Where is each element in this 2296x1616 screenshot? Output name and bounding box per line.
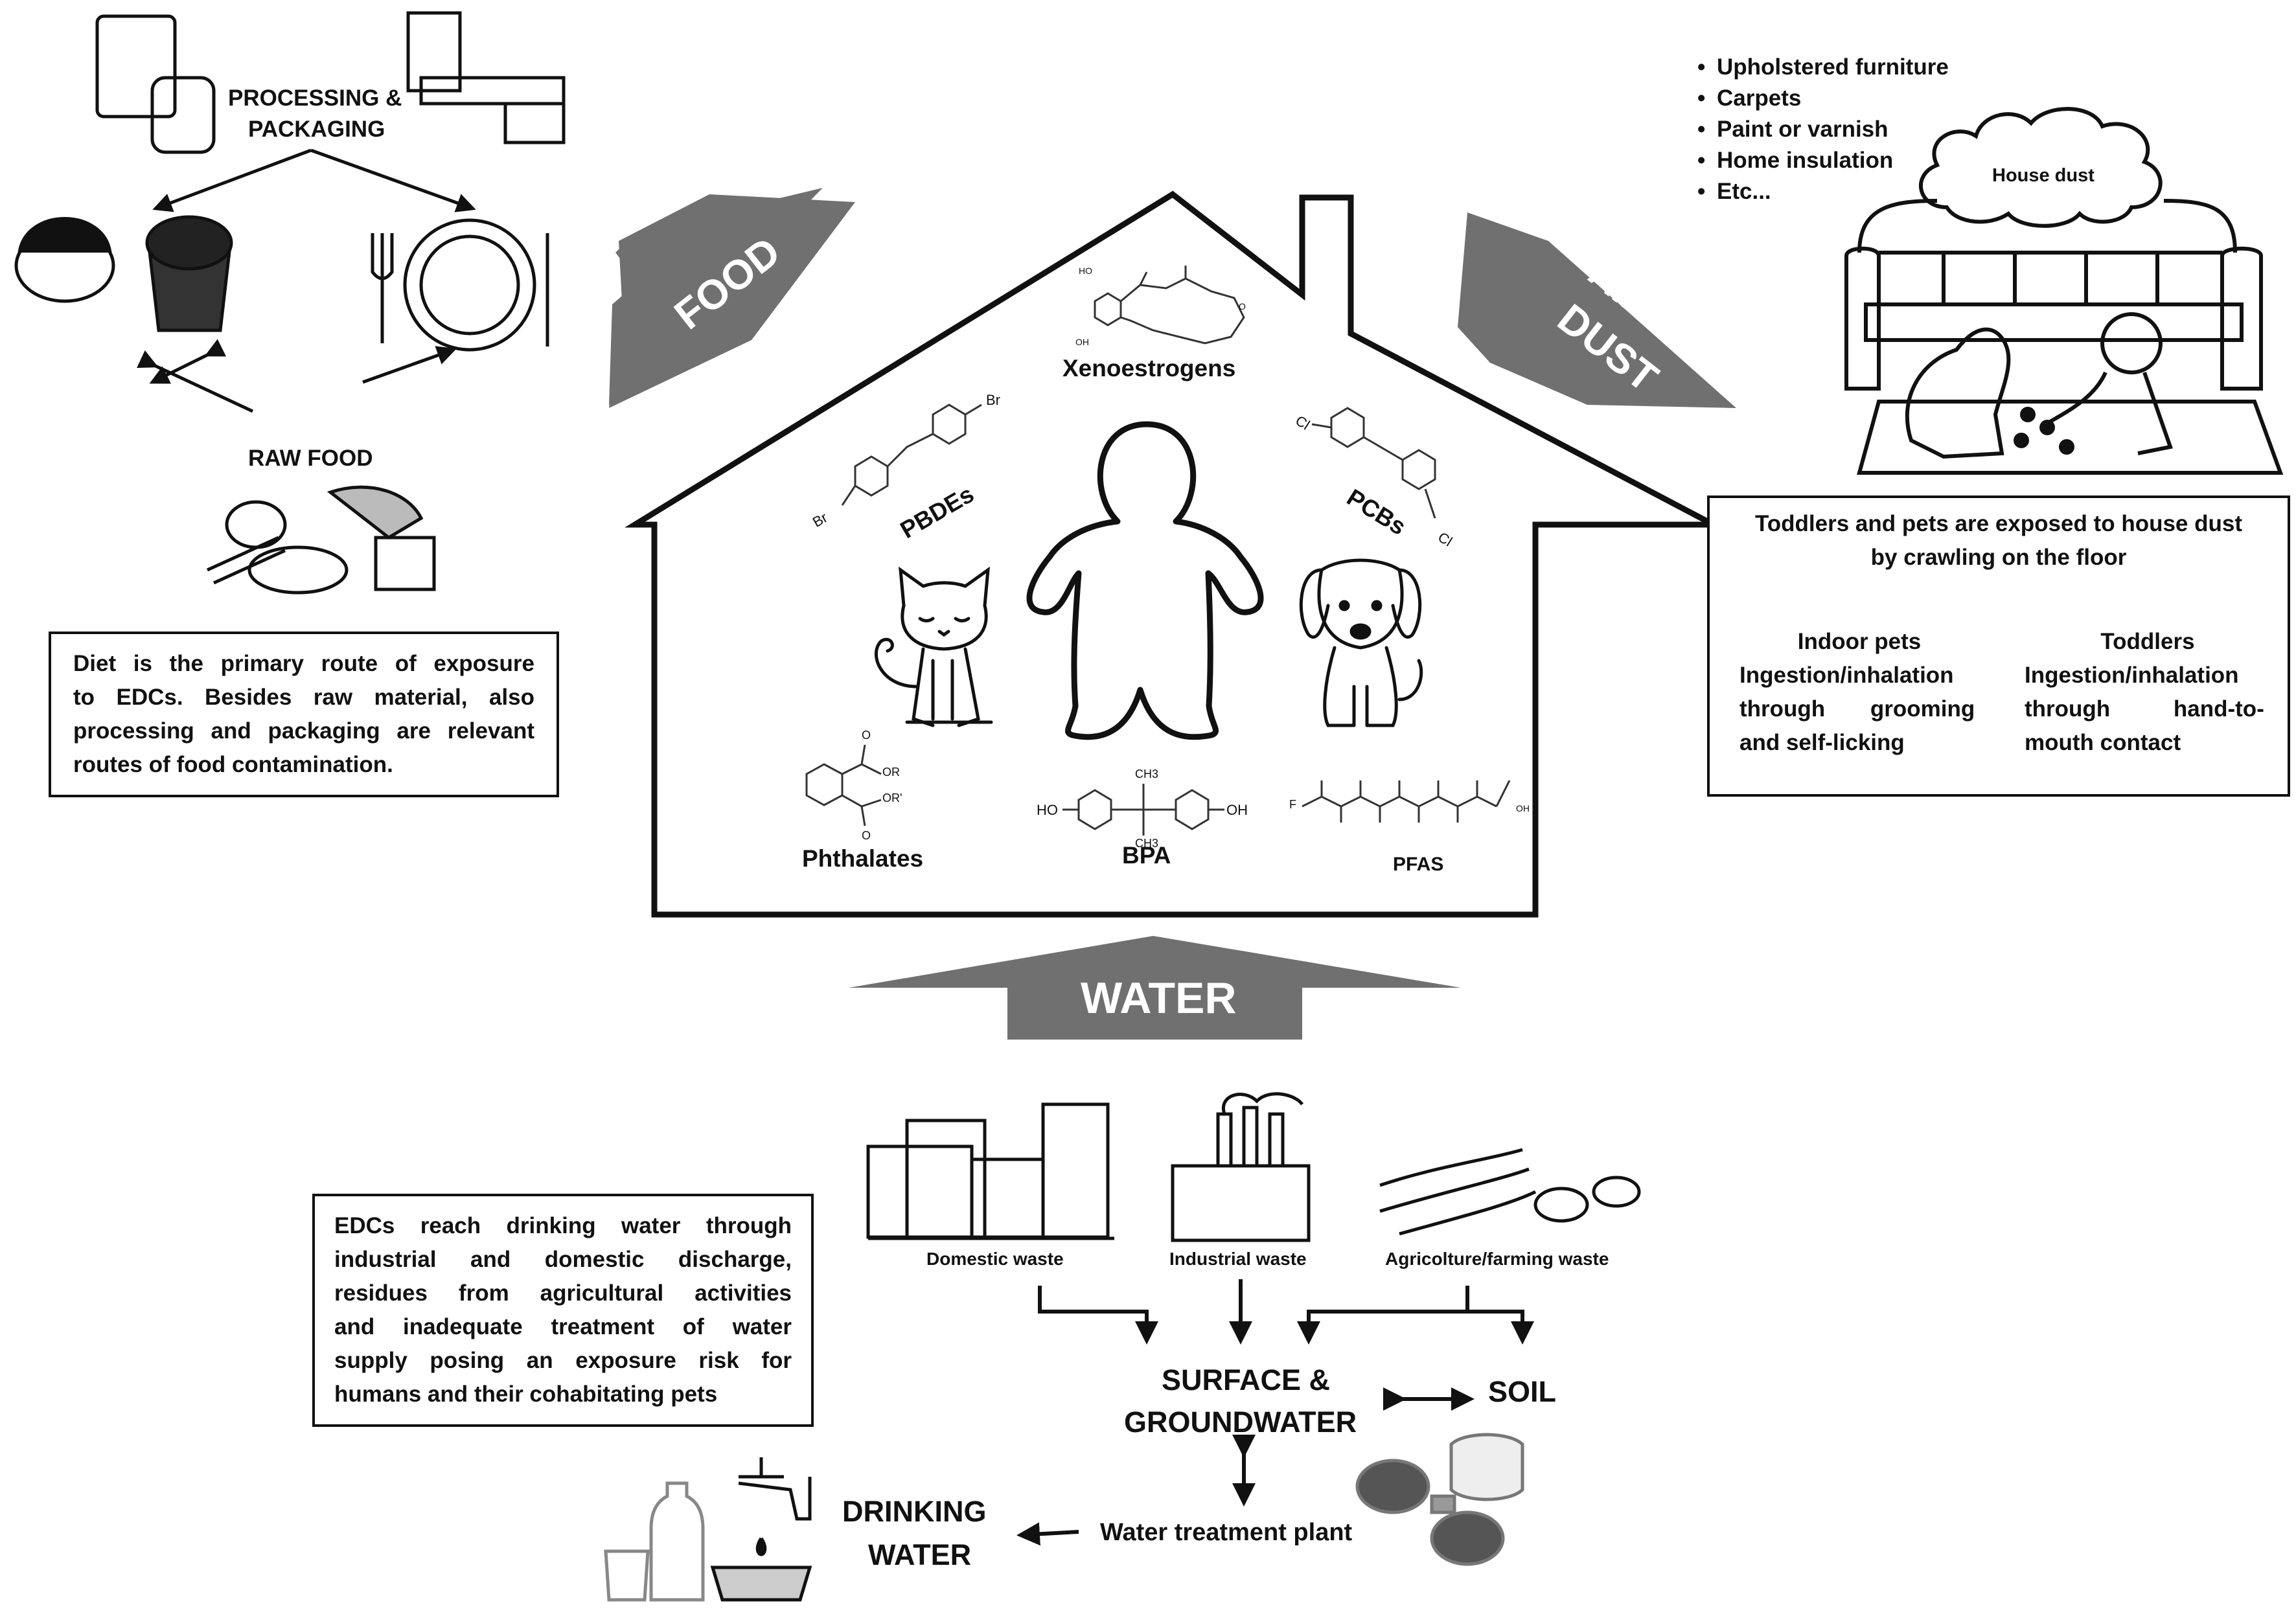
cat-drawing [874, 566, 993, 727]
xenoestrogen-structure [1094, 266, 1245, 345]
dust-source-item: Carpets [1697, 83, 1949, 114]
compound-bpa: BPA [1122, 842, 1171, 869]
processing-label-2: PACKAGING [248, 117, 385, 142]
farming-waste-label: Agricolture/farming waste [1385, 1249, 1609, 1269]
bpa-ch3-label-2: CH3 [1135, 837, 1159, 850]
pets-line: through grooming [1739, 696, 1975, 722]
domestic-waste-buildings [866, 1102, 1114, 1240]
water-note-line: supply posing an exposure risk for [334, 1348, 792, 1373]
toddlers-line: Ingestion/inhalation [2025, 663, 2239, 688]
water-note-line: industrial and domestic discharge, [334, 1247, 792, 1272]
soil-label: SOIL [1488, 1375, 1557, 1408]
processing-label-1: PROCESSING & [228, 85, 402, 111]
dust-note-box: Toddlers and pets are exposed to house d… [1707, 495, 2290, 797]
diet-note-line: processing and packaging are relevant [73, 718, 534, 744]
water-note-line: humans and their cohabitating pets [334, 1382, 718, 1407]
toddlers-line: through hand-to- [2025, 696, 2264, 722]
dust-source-item: Paint or varnish [1697, 114, 1949, 145]
xeno-o-label: O [1239, 301, 1246, 312]
water-note-line: EDCs reach drinking water through [334, 1213, 792, 1238]
dust-note-title-2: by crawling on the floor [1870, 545, 2127, 570]
food-arrow-body [609, 194, 855, 408]
raw-food-icons [206, 485, 436, 595]
diet-note-line: to EDCs. Besides raw material, also [73, 685, 534, 710]
surface-groundwater-label-2: GROUNDWATER [1124, 1405, 1357, 1439]
phthalate-o-label-1: O [862, 729, 871, 742]
diet-note-line: Diet is the primary route of exposure [73, 651, 534, 676]
food-icons [14, 11, 566, 352]
bpa-ho-label: HO [1037, 802, 1058, 818]
industrial-waste-factory [1171, 1092, 1311, 1242]
house-dust-label: House dust [1992, 165, 2095, 186]
toddlers-heading: Toddlers [2100, 629, 2195, 654]
bpa-structure [1062, 784, 1224, 836]
drinking-water-icons [604, 1457, 812, 1602]
water-flow-arrows [1016, 1279, 1534, 1546]
compound-phthalates: Phthalates [802, 845, 924, 872]
dust-cat-toddler [1905, 312, 2173, 459]
phthalate-or-prime-label: OR' [882, 791, 902, 804]
dust-source-item: Upholstered furniture [1697, 52, 1949, 83]
water-treatment-label: Water treatment plant [1100, 1519, 1353, 1546]
pcb-structure [1311, 407, 1436, 519]
water-route-label: WATER [1081, 973, 1237, 1023]
dust-note-title-1: Toddlers and pets are exposed to house d… [1755, 511, 2242, 536]
drinking-water-label-1: DRINKING [842, 1495, 987, 1528]
pbde-br-label-1: Br [986, 392, 1000, 408]
phthalate-structure [805, 744, 882, 826]
industrial-waste-label: Industrial waste [1169, 1249, 1307, 1269]
pets-line: and self-licking [1739, 730, 1905, 755]
xeno-ho-label: HO [1079, 266, 1092, 276]
food-cycle-arrows [137, 148, 476, 413]
dust-source-item: Home insulation [1697, 145, 1949, 176]
house-outline [625, 190, 1716, 918]
dust-sources-list: Upholstered furniture Carpets Paint or v… [1697, 52, 1949, 207]
pets-column: Indoor pets Ingestion/inhalation through… [1739, 625, 1979, 760]
bpa-oh-label: OH [1226, 802, 1248, 818]
pbde-structure [841, 404, 982, 506]
sofa-drawing [1844, 199, 2284, 475]
surface-groundwater-label-1: SURFACE & [1162, 1363, 1331, 1396]
pfas-f-label: F [1289, 798, 1296, 811]
toddlers-line: mouth contact [2025, 730, 2181, 755]
dog-drawing [1299, 558, 1423, 727]
water-arrow [849, 936, 1461, 1040]
raw-food-label: RAW FOOD [248, 446, 373, 471]
xeno-oh-label: OH [1075, 337, 1089, 347]
phthalate-or-label: OR [882, 766, 900, 779]
human-outline [1026, 421, 1264, 740]
water-note-line: and inadequate treatment of water [334, 1314, 792, 1339]
bpa-ch3-label-1: CH3 [1135, 768, 1159, 780]
farming-waste-field [1379, 1148, 1641, 1236]
dust-pawprints [2014, 407, 2074, 455]
toddlers-column: Toddlers Ingestion/inhalation through ha… [2025, 625, 2271, 760]
dust-source-item: Etc... [1697, 176, 1949, 207]
air-dust-arrow-body [1458, 212, 1736, 408]
pets-heading: Indoor pets [1797, 629, 1922, 654]
compound-pfas: PFAS [1393, 854, 1444, 875]
pfas-structure [1302, 780, 1511, 823]
pfas-oh-label: OH [1516, 803, 1530, 814]
domestic-waste-label: Domestic waste [926, 1249, 1064, 1269]
pets-line: Ingestion/inhalation [1739, 663, 1954, 688]
drinking-water-label-2: WATER [868, 1538, 972, 1571]
phthalate-o-label-2: O [862, 829, 871, 842]
diet-note-line: routes of food contamination. [73, 752, 393, 777]
water-note-line: residues from agricultural activities [334, 1280, 792, 1306]
treatment-plant-icons [1355, 1433, 1524, 1566]
diet-note-box: Diet is the primary route of exposure to… [49, 632, 559, 797]
compound-xenoestrogens: Xenoestrogens [1062, 355, 1236, 381]
water-note-box: EDCs reach drinking water through indust… [312, 1194, 814, 1427]
